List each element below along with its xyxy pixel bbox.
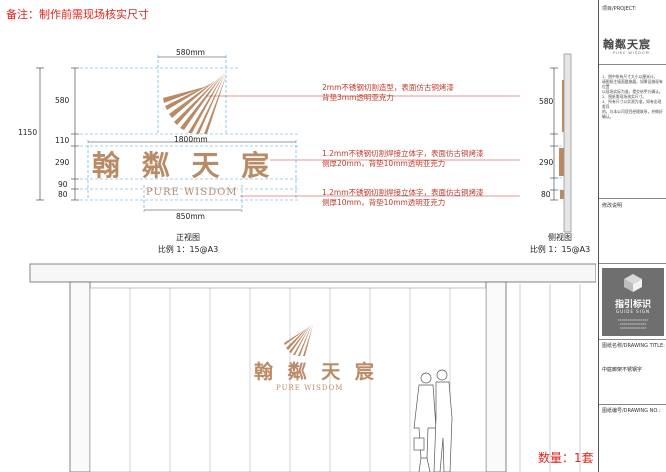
render-subtitle: PURE WISDOM — [276, 384, 344, 392]
note-4: 2、图纸需现场核实尺寸。 — [602, 94, 647, 99]
side-view-caption-title: 侧视图 — [548, 233, 572, 242]
divider-3 — [599, 263, 666, 264]
front-view-caption-scale: 比例 1：15@A3 — [157, 245, 219, 254]
quantity-label: 数量：1套 — [538, 451, 594, 465]
front-title: 翰 粼 天 宸 — [92, 149, 276, 182]
side-view-caption-scale: 比例 1：15@A3 — [529, 245, 591, 254]
front-subtitle: PURE WISDOM — [146, 187, 238, 198]
callout-subtitle-line2: 侧厚10mm，背垫10mm透明亚克力 — [322, 198, 446, 207]
revision-label: 修改说明 — [602, 203, 623, 209]
dim-overall-height: 1150 — [18, 128, 38, 137]
note-2: 请图纸主墙面整施展，如果设施现有位置 — [602, 79, 663, 89]
company-name-en: GUIDE SIGN — [616, 309, 650, 314]
dim-gap-1: 110 — [55, 136, 70, 145]
callout-subtitle: 1.2mm不锈钢切割焊接立体字，表面仿古铜烤漆 侧厚10mm，背垫10mm透明亚… — [322, 188, 484, 208]
project-logo-cn: 翰粼天宸 — [603, 38, 651, 51]
company-contact: XXXXXXXXXXXXXXX XXXXXXXXXXXXX XXXXXXXXXX… — [602, 318, 664, 330]
company-contact-3: XXXXXXXXXXXXX — [619, 326, 647, 330]
divider-1 — [599, 64, 666, 65]
dim-logo-width: 580mm — [176, 48, 205, 57]
dim-subtitle-width: 850mm — [176, 212, 205, 221]
title-block: 项目/PROJECT: 翰粼天宸 PURE WISDOM 1、图中所有尺寸大小以… — [598, 0, 666, 472]
callout-logo-line1: 2mm不锈钢切割造型，表面仿古铜烤漆 — [322, 83, 454, 92]
side-view-drawing — [550, 53, 572, 233]
company-contact-2: XXXXXXXXXXXXX — [619, 322, 647, 326]
drawing-title-label: 图纸名称/DRAWING TITLE: — [602, 343, 665, 349]
side-dim-logo: 580 — [539, 97, 554, 106]
callout-title-line2: 侧厚20mm，背垫10mm透明亚克力 — [322, 159, 446, 168]
note-5: 3、所有尺寸以实测为准，如有出现差异 — [602, 99, 662, 109]
drawing-title: 中庭廊架不锈钢字 — [602, 367, 643, 373]
dim-title-width: 1800mm — [174, 135, 208, 144]
fan-logo-front — [163, 72, 227, 134]
people-sketch — [413, 369, 453, 472]
dim-logo-height: 580 — [55, 96, 70, 105]
side-dim-subtitle: 80 — [541, 190, 551, 199]
company-logo: 指引标识 GUIDE SIGN XXXXXXXXXXXXXXX XXXXXXXX… — [602, 268, 664, 336]
cube-icon — [624, 274, 642, 292]
divider-5 — [599, 404, 666, 405]
front-view-caption: 正视图 比例 1：15@A3 — [148, 232, 228, 256]
divider-2 — [599, 198, 666, 199]
dim-title-height: 290 — [55, 158, 70, 167]
notes: 1、图中所有尺寸大小以厘米计， 请图纸主墙面整施展，如果设施现有位置 以现场实际… — [602, 74, 664, 119]
pergola-rendering — [29, 263, 596, 472]
render-title: 翰 粼 天 宸 — [254, 361, 378, 383]
note-3: 以现场实际为准，提交给甲方确认。 — [602, 89, 663, 94]
project-logo-en: PURE WISDOM — [613, 51, 650, 55]
side-dim-title: 290 — [539, 158, 554, 167]
callout-logo-line2: 背垫3mm透明亚克力 — [322, 93, 394, 102]
dim-subtitle-height: 80 — [58, 190, 68, 199]
callout-logo: 2mm不锈钢切割造型，表面仿古铜烤漆 背垫3mm透明亚克力 — [322, 83, 454, 103]
callout-title: 1.2mm不锈钢切割焊接立体字，表面仿古铜烤漆 侧厚20mm，背垫10mm透明亚… — [322, 149, 484, 169]
divider-4 — [599, 339, 666, 340]
front-view-caption-title: 正视图 — [176, 233, 200, 242]
project-label: 项目/PROJECT: — [602, 6, 637, 12]
dim-gap-2: 90 — [58, 180, 68, 189]
front-view-drawing — [36, 55, 520, 212]
company-contact-1: XXXXXXXXXXXXXXX — [617, 318, 649, 322]
note-6: 的，与本公司项目经理联系，并做好确认。 — [602, 109, 663, 119]
callout-subtitle-line1: 1.2mm不锈钢切割焊接立体字，表面仿古铜烤漆 — [322, 188, 484, 197]
fan-logo-render — [284, 324, 313, 356]
production-note: 备注：制作前需现场核实尺寸 — [6, 8, 149, 21]
drawing-no-label: 图纸编号/DRAWING NO.: — [602, 408, 661, 414]
company-name-cn: 指引标识 — [614, 300, 651, 310]
callout-title-line1: 1.2mm不锈钢切割焊接立体字，表面仿古铜烤漆 — [322, 149, 484, 158]
note-1: 1、图中所有尺寸大小以厘米计， — [602, 74, 658, 79]
side-view-caption: 侧视图 比例 1：15@A3 — [520, 232, 600, 256]
